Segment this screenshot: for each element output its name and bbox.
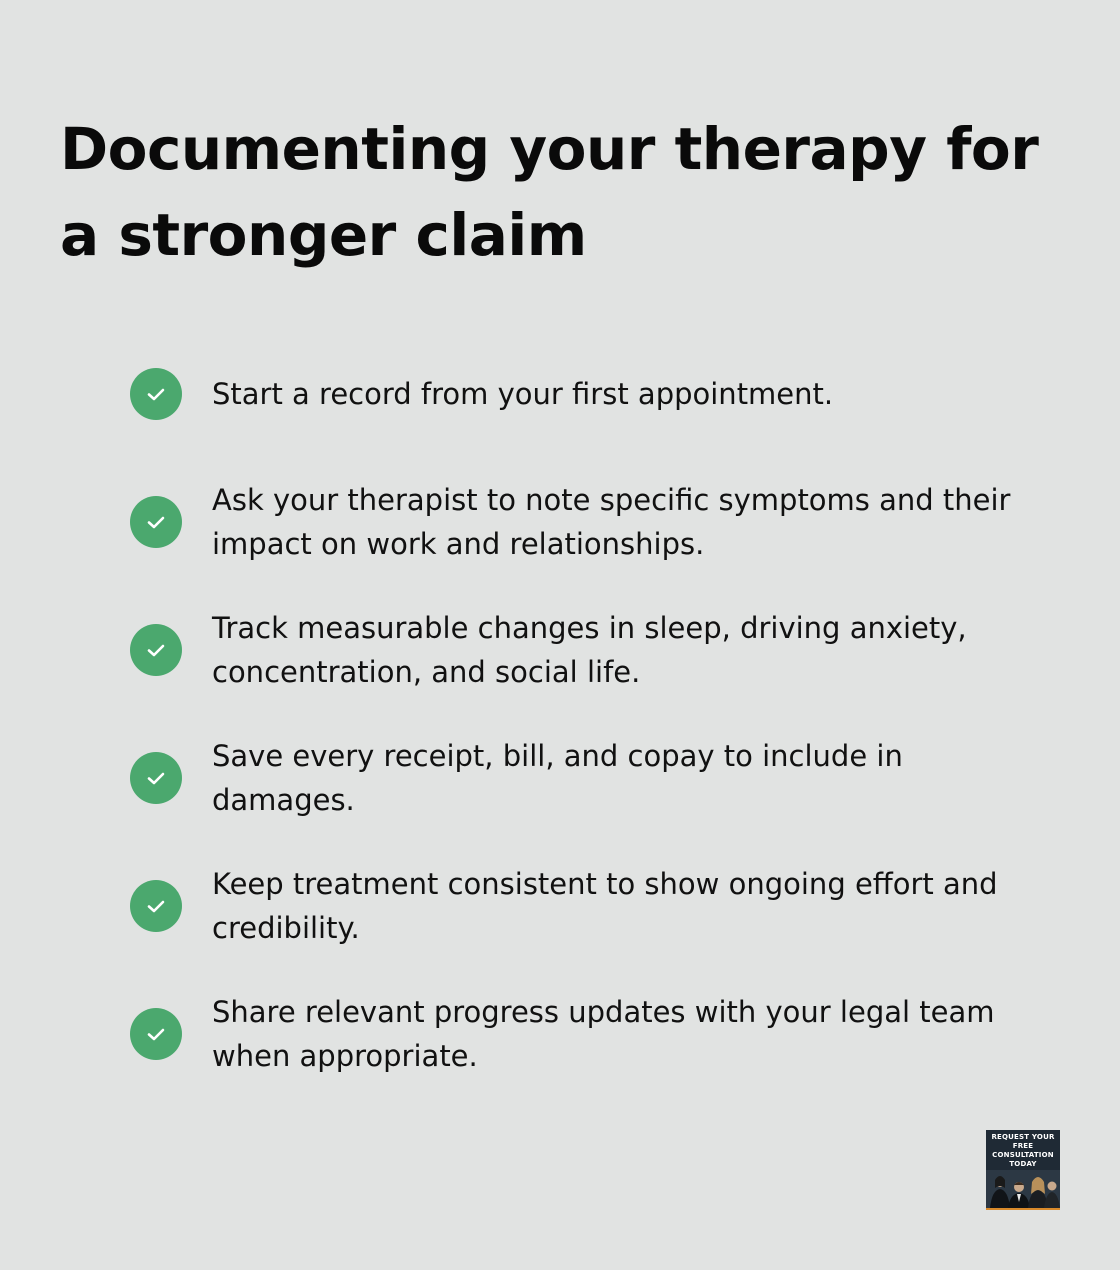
list-item-text: Track measurable changes in sleep, drivi… <box>212 611 967 689</box>
check-icon <box>130 880 182 932</box>
list-item-text: Ask your therapist to note specific symp… <box>212 483 1011 561</box>
list-item: Save every receipt, bill, and copay to i… <box>130 734 1030 822</box>
page-title: Documenting your therapy for a stronger … <box>60 115 1039 269</box>
list-item-text: Keep treatment consistent to show ongoin… <box>212 867 998 945</box>
list-item-text: Save every receipt, bill, and copay to i… <box>212 739 903 817</box>
team-photo-icon <box>986 1170 1060 1210</box>
cta-text: REQUEST YOUR FREE CONSULTATION TODAY <box>991 1133 1055 1168</box>
list-item-text: Start a record from your first appointme… <box>212 377 834 411</box>
consultation-cta-badge[interactable]: REQUEST YOUR FREE CONSULTATION TODAY <box>986 1130 1060 1210</box>
check-icon <box>130 752 182 804</box>
list-item: Track measurable changes in sleep, drivi… <box>130 606 1030 694</box>
list-item: Keep treatment consistent to show ongoin… <box>130 862 1030 950</box>
check-icon <box>130 496 182 548</box>
list-item: Start a record from your first appointme… <box>130 350 1030 438</box>
check-icon <box>130 1008 182 1060</box>
list-item-text: Share relevant progress updates with you… <box>212 995 995 1073</box>
check-icon <box>130 624 182 676</box>
list-item: Ask your therapist to note specific symp… <box>130 478 1030 566</box>
list-item: Share relevant progress updates with you… <box>130 990 1030 1078</box>
check-icon <box>130 368 182 420</box>
checklist: Start a record from your first appointme… <box>130 350 1030 1118</box>
